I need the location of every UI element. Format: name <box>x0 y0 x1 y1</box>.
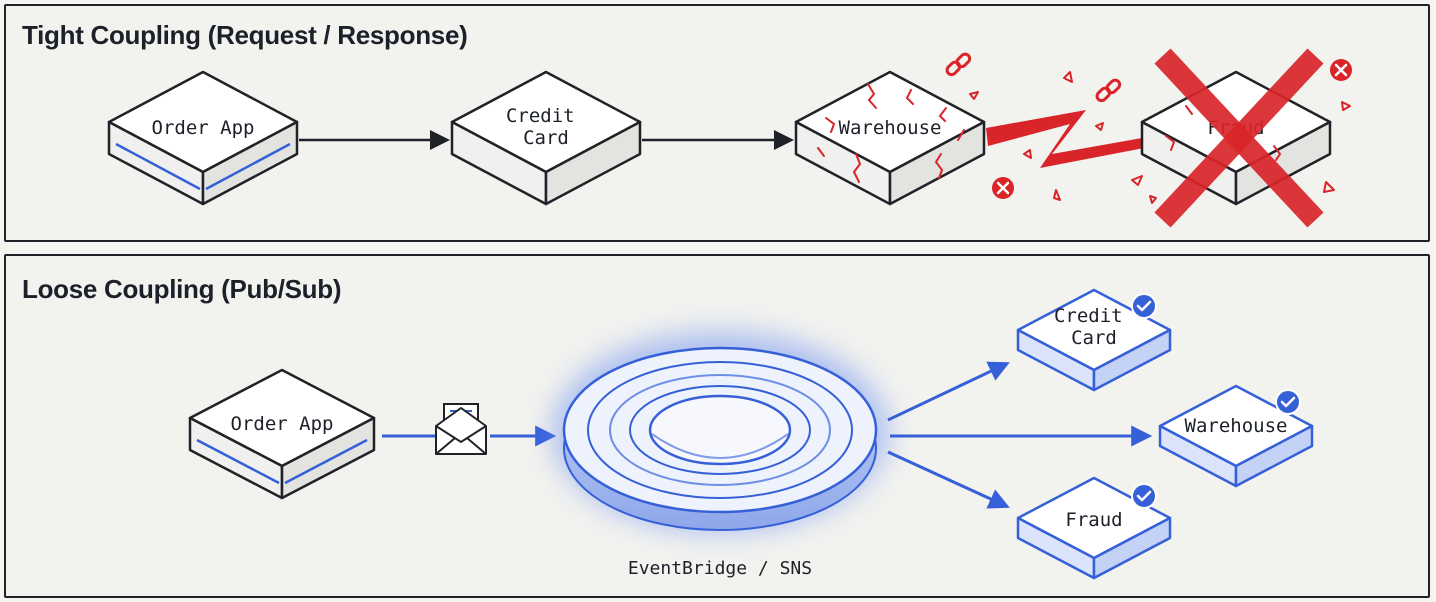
subscriber-fraud-label: Fraud <box>1065 509 1122 531</box>
subscriber-warehouse-label: Warehouse <box>1185 415 1288 437</box>
broken-chain-icon <box>1095 78 1122 103</box>
subscriber-warehouse: Warehouse <box>1158 384 1314 488</box>
node-credit-card-label: Credit Card <box>506 105 586 149</box>
tight-coupling-diagram: Order App Credit Card <box>107 48 1352 228</box>
publisher-order-app-label: Order App <box>231 413 334 435</box>
subscriber-fraud: Fraud <box>1016 476 1172 580</box>
subscriber-credit-card-label: Credit Card <box>1054 305 1134 349</box>
check-circle-icon <box>1131 293 1157 319</box>
envelope-icon <box>435 403 487 455</box>
error-x-icon <box>992 177 1014 199</box>
node-warehouse-cracked: Warehouse <box>794 70 986 206</box>
broken-connection <box>986 110 1144 168</box>
event-bus-label: EventBridge / SNS <box>628 558 812 579</box>
subscribe-arrow-fraud <box>887 450 1010 509</box>
error-x-icon <box>1330 59 1352 81</box>
node-order-app: Order App <box>107 70 299 206</box>
node-credit-card: Credit Card <box>450 70 642 206</box>
check-circle-icon <box>1131 483 1157 509</box>
publisher-order-app: Order App <box>188 368 376 500</box>
node-order-app-label: Order App <box>152 117 255 139</box>
broken-chain-icon <box>945 52 972 77</box>
loose-coupling-panel: Loose Coupling (Pub/Sub) Order App <box>4 254 1430 598</box>
failure-cross-icon <box>1154 48 1324 228</box>
crack-marks <box>817 83 965 183</box>
check-circle-icon <box>1275 389 1301 415</box>
node-warehouse-label: Warehouse <box>839 117 942 139</box>
subscriber-credit-card: Credit Card <box>1016 288 1172 392</box>
subscribe-arrow-credit-card <box>887 361 1010 422</box>
tight-coupling-title: Tight Coupling (Request / Response) <box>22 20 468 50</box>
event-bus-ring <box>552 332 888 532</box>
loose-coupling-diagram: Order App EventBridge / SNS <box>188 288 1314 580</box>
loose-coupling-title: Loose Coupling (Pub/Sub) <box>22 274 342 304</box>
tight-coupling-panel: Tight Coupling (Request / Response) Orde… <box>4 4 1430 242</box>
